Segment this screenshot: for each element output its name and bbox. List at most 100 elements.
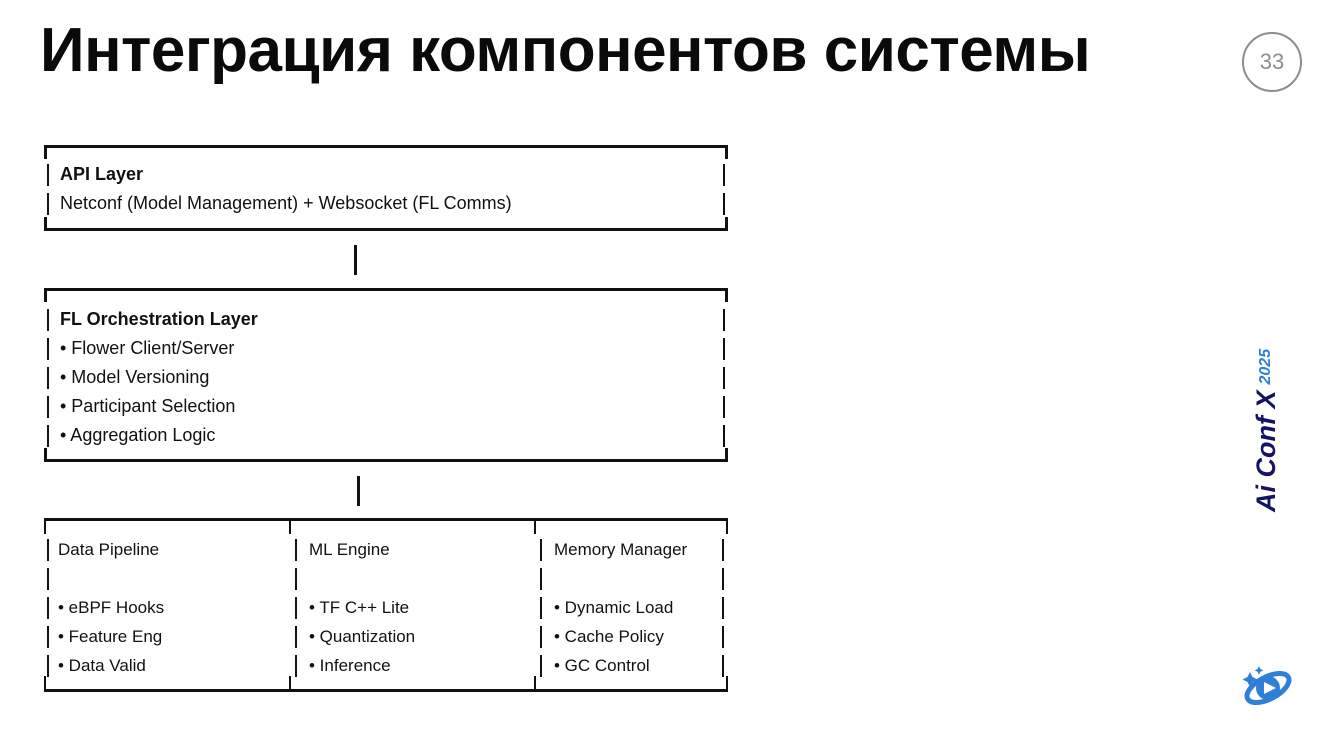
aiconf-orbit-icon bbox=[1242, 666, 1292, 706]
api-layer-detail: Netconf (Model Management) + Websocket (… bbox=[60, 193, 512, 213]
pipe-glyph-left bbox=[47, 625, 49, 648]
box-corner-right-top bbox=[725, 288, 728, 302]
fl-orchestration-heading: FL Orchestration Layer bbox=[60, 309, 258, 329]
api-layer-detail-row: Netconf (Model Management) + Websocket (… bbox=[44, 189, 728, 218]
components-box: Data Pipeline • eBPF Hooks • Feature Eng… bbox=[44, 518, 728, 692]
column-heading-row: Memory Manager bbox=[534, 535, 728, 564]
data-pipeline-heading: Data Pipeline bbox=[58, 539, 160, 559]
pipe-glyph-left bbox=[295, 654, 297, 677]
box-corner-left-bottom bbox=[44, 676, 46, 692]
box-corner-left-top bbox=[44, 518, 46, 534]
fl-orchestration-layer-box: FL Orchestration Layer • Flower Client/S… bbox=[44, 288, 728, 462]
page-number-badge: 33 bbox=[1242, 32, 1302, 92]
fl-bullet-row: • Flower Client/Server bbox=[44, 334, 728, 363]
fl-heading-row: FL Orchestration Layer bbox=[44, 305, 728, 334]
page-title: Интеграция компонентов системы bbox=[40, 16, 1091, 85]
column-spacer-row bbox=[44, 564, 289, 593]
fl-bullet-row: • Aggregation Logic bbox=[44, 421, 728, 450]
pipe-glyph-left bbox=[47, 424, 49, 447]
pipe-glyph-left bbox=[47, 538, 49, 561]
pipe-glyph-left bbox=[47, 163, 49, 186]
fl-bullet-row: • Model Versioning bbox=[44, 363, 728, 392]
pipe-glyph-right bbox=[722, 625, 724, 648]
fl-bullet-flower: • Flower Client/Server bbox=[60, 338, 235, 358]
column-ml-engine: ML Engine • TF C++ Lite • Quantization •… bbox=[289, 521, 534, 689]
pipe-glyph-left bbox=[295, 538, 297, 561]
ml-engine-item-tf-lite: • TF C++ Lite bbox=[309, 597, 410, 617]
pipe-glyph-right bbox=[722, 567, 724, 590]
pipe-glyph-right bbox=[722, 654, 724, 677]
fl-bullet-row: • Participant Selection bbox=[44, 392, 728, 421]
pipe-glyph-left bbox=[295, 625, 297, 648]
pipe-glyph-right bbox=[723, 395, 725, 418]
column-divider-2-top bbox=[534, 518, 536, 534]
logo-name: Ai Conf X bbox=[1250, 390, 1281, 513]
page-number-value: 33 bbox=[1259, 49, 1285, 74]
memory-manager-heading: Memory Manager bbox=[554, 539, 688, 559]
ml-engine-item-quantization: • Quantization bbox=[309, 626, 416, 646]
box-corner-right-bottom bbox=[725, 217, 728, 231]
data-pipeline-item-feature-eng: • Feature Eng bbox=[58, 626, 163, 646]
column-item-row: • Cache Policy bbox=[534, 622, 728, 651]
aiconf-logo: Ai Conf X 2025 bbox=[1232, 349, 1302, 708]
pipe-glyph-left bbox=[295, 596, 297, 619]
pipe-glyph-left bbox=[47, 654, 49, 677]
column-item-row: • GC Control bbox=[534, 651, 728, 680]
column-divider-1-top bbox=[289, 518, 291, 534]
pipe-glyph-left bbox=[540, 567, 542, 590]
box-corner-right-top bbox=[726, 518, 728, 534]
api-layer-heading-row: API Layer bbox=[44, 160, 728, 189]
fl-bullet-model-versioning: • Model Versioning bbox=[60, 367, 210, 387]
architecture-diagram: API Layer Netconf (Model Management) + W… bbox=[44, 145, 728, 692]
pipe-glyph-right bbox=[722, 596, 724, 619]
pipe-glyph-left bbox=[47, 308, 49, 331]
column-item-row: • Inference bbox=[289, 651, 534, 680]
pipe-glyph-left bbox=[47, 567, 49, 590]
box-corner-right-bottom bbox=[725, 448, 728, 462]
fl-bullet-participant-selection: • Participant Selection bbox=[60, 396, 236, 416]
api-layer-box: API Layer Netconf (Model Management) + W… bbox=[44, 145, 728, 231]
data-pipeline-item-data-valid: • Data Valid bbox=[58, 655, 146, 675]
pipe-glyph-right bbox=[722, 538, 724, 561]
pipe-glyph-left bbox=[540, 625, 542, 648]
pipe-glyph-left bbox=[47, 596, 49, 619]
connector-orchestration-to-components bbox=[357, 476, 360, 506]
pipe-glyph-right bbox=[723, 308, 725, 331]
fl-bullet-aggregation-logic: • Aggregation Logic bbox=[60, 425, 216, 445]
ml-engine-item-inference: • Inference bbox=[309, 655, 391, 675]
memory-manager-item-gc-control: • GC Control bbox=[554, 655, 650, 675]
pipe-glyph-left bbox=[47, 192, 49, 215]
api-layer-heading: API Layer bbox=[60, 164, 144, 184]
pipe-glyph-left bbox=[47, 366, 49, 389]
column-spacer-row bbox=[534, 564, 728, 593]
connector-api-to-orchestration bbox=[354, 245, 357, 275]
column-item-row: • Dynamic Load bbox=[534, 593, 728, 622]
pipe-glyph-right bbox=[723, 337, 725, 360]
pipe-glyph-left bbox=[47, 337, 49, 360]
pipe-glyph-left bbox=[540, 654, 542, 677]
memory-manager-item-dynamic-load: • Dynamic Load bbox=[554, 597, 674, 617]
pipe-glyph-left bbox=[295, 567, 297, 590]
pipe-glyph-left bbox=[540, 538, 542, 561]
column-spacer-row bbox=[289, 564, 534, 593]
pipe-glyph-right bbox=[723, 192, 725, 215]
data-pipeline-item-ebpf: • eBPF Hooks bbox=[58, 597, 165, 617]
column-item-row: • eBPF Hooks bbox=[44, 593, 289, 622]
column-item-row: • TF C++ Lite bbox=[289, 593, 534, 622]
box-corner-right-top bbox=[725, 145, 728, 159]
pipe-glyph-left bbox=[540, 596, 542, 619]
column-item-row: • Quantization bbox=[289, 622, 534, 651]
column-heading-row: ML Engine bbox=[289, 535, 534, 564]
memory-manager-item-cache-policy: • Cache Policy bbox=[554, 626, 664, 646]
column-heading-row: Data Pipeline bbox=[44, 535, 289, 564]
column-data-pipeline: Data Pipeline • eBPF Hooks • Feature Eng… bbox=[44, 521, 289, 689]
column-divider-1-bottom bbox=[289, 676, 291, 692]
column-memory-manager: Memory Manager • Dynamic Load • Cache Po… bbox=[534, 521, 728, 689]
logo-text-rotated: Ai Conf X 2025 bbox=[1246, 322, 1286, 512]
pipe-glyph-right bbox=[723, 163, 725, 186]
pipe-glyph-right bbox=[723, 366, 725, 389]
column-item-row: • Feature Eng bbox=[44, 622, 289, 651]
ml-engine-heading: ML Engine bbox=[309, 539, 390, 559]
column-item-row: • Data Valid bbox=[44, 651, 289, 680]
box-corner-right-bottom bbox=[726, 676, 728, 692]
